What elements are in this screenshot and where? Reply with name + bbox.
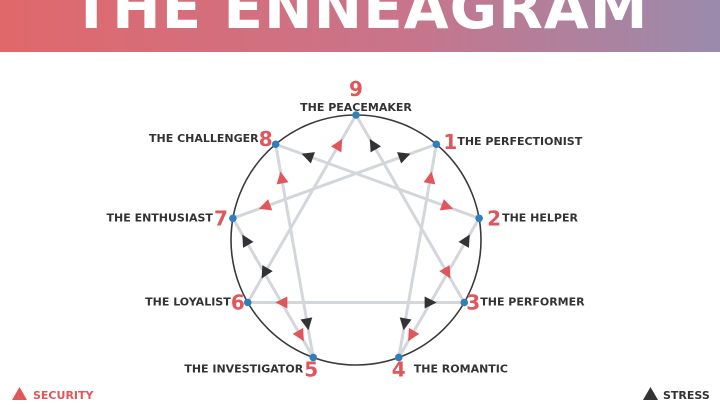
point-number-3: 3 xyxy=(466,291,480,315)
security-arrow-icon xyxy=(439,265,451,279)
point-dot-1 xyxy=(432,140,441,149)
point-number-8: 8 xyxy=(259,127,273,151)
point-dot-5 xyxy=(309,353,318,362)
point-name-1: THE PERFECTIONIST xyxy=(457,135,582,148)
point-number-4: 4 xyxy=(392,357,406,381)
title-banner: THE ENNEAGRAM xyxy=(0,0,720,52)
security-arrow-icon xyxy=(408,327,420,342)
stress-arrow-icon xyxy=(242,234,254,248)
security-arrow-icon xyxy=(439,199,454,211)
point-dots xyxy=(229,111,483,362)
stress-arrow-icon xyxy=(369,138,382,153)
point-number-9: 9 xyxy=(349,77,363,101)
point-dot-3 xyxy=(460,298,469,307)
point-dot-9 xyxy=(352,111,360,119)
point-dot-2 xyxy=(475,214,483,223)
point-dot-6 xyxy=(243,298,252,307)
stress-arrow-icon xyxy=(261,265,273,279)
legend-security: SECURITY xyxy=(12,387,95,402)
stress-arrow-icon xyxy=(458,234,470,248)
stress-arrow-icon xyxy=(399,317,412,331)
point-dot-4 xyxy=(394,353,403,362)
point-number-6: 6 xyxy=(231,291,245,315)
point-dot-8 xyxy=(271,140,280,149)
stress-arrow-icon xyxy=(397,152,411,164)
point-name-8: THE CHALLENGER xyxy=(149,132,259,145)
stress-arrow-icon xyxy=(424,296,437,309)
point-name-4: THE ROMANTIC xyxy=(414,362,508,375)
security-arrow-icon xyxy=(423,171,436,185)
point-name-9: THE PEACEMAKER xyxy=(300,101,412,114)
security-arrow-icon xyxy=(258,199,273,211)
point-number-2: 2 xyxy=(487,206,501,230)
stress-arrow-icon xyxy=(643,387,658,400)
security-arrow-icon xyxy=(12,387,27,400)
point-number-7: 7 xyxy=(214,206,228,230)
stress-arrow-icon xyxy=(301,152,315,164)
stress-arrow-icon xyxy=(300,317,313,331)
point-name-3: THE PERFORMER xyxy=(480,296,585,309)
point-dot-7 xyxy=(229,214,237,223)
direction-arrows xyxy=(242,138,470,342)
security-arrow-icon xyxy=(292,327,304,342)
point-number-5: 5 xyxy=(304,357,318,381)
connection-lines xyxy=(231,113,481,359)
security-arrow-icon xyxy=(330,138,343,153)
point-name-6: THE LOYALIST xyxy=(145,296,231,309)
point-number-1: 1 xyxy=(443,130,457,154)
stress-legend-label: STRESS xyxy=(663,389,710,402)
legend-stress: STRESS xyxy=(643,387,710,402)
page-title: THE ENNEAGRAM xyxy=(71,0,649,42)
security-arrow-icon xyxy=(276,171,289,185)
security-arrow-icon xyxy=(275,296,288,309)
point-name-7: THE ENTHUSIAST xyxy=(107,211,214,224)
point-name-5: THE INVESTIGATOR xyxy=(184,362,303,375)
security-legend-label: SECURITY xyxy=(33,389,95,402)
point-name-2: THE HELPER xyxy=(502,211,578,224)
